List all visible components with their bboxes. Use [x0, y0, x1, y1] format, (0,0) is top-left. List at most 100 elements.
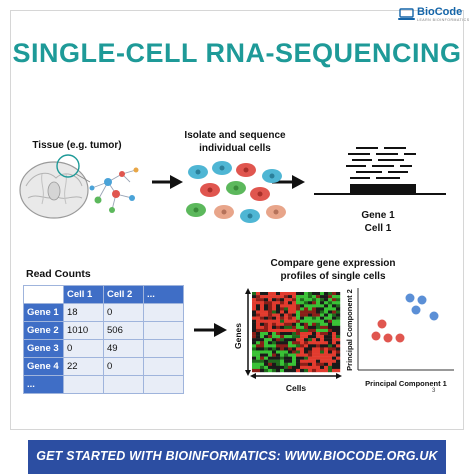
heatmap-cell — [252, 295, 257, 299]
heatmap-cell — [316, 335, 321, 339]
heatmap-cell — [328, 322, 333, 327]
heatmap-cell — [296, 310, 301, 314]
heatmap-cell — [316, 325, 321, 330]
heatmap-cell — [288, 304, 293, 308]
heatmap-cell — [292, 316, 297, 320]
heatmap-cell — [312, 313, 317, 317]
heatmap-cell — [316, 350, 321, 354]
heatmap-cell — [332, 319, 337, 323]
heatmap-cell — [320, 292, 325, 296]
laptop-icon — [398, 8, 415, 20]
heatmap-cell — [304, 313, 309, 317]
heatmap-cell — [288, 328, 293, 333]
heatmap-cell — [324, 344, 329, 348]
heatmap-cell — [312, 338, 317, 342]
heatmap-cell — [336, 338, 341, 342]
footer-banner[interactable]: GET STARTED WITH BIOINFORMATICS: WWW.BIO… — [28, 440, 446, 474]
heatmap-cell — [264, 362, 269, 367]
heatmap-cell — [256, 368, 261, 373]
heatmap-cell — [336, 295, 341, 299]
heatmap-cell — [304, 338, 309, 342]
heatmap-cell — [336, 365, 341, 370]
heatmap-cell — [268, 362, 273, 367]
heatmap-cell — [276, 316, 281, 320]
heatmap-cell — [316, 359, 321, 363]
heatmap-cell — [260, 310, 265, 314]
heatmap-cell — [276, 322, 281, 327]
heatmap-cell — [300, 310, 305, 314]
heatmap-cell — [300, 335, 305, 339]
heatmap-cell — [288, 298, 293, 302]
heatmap-cell — [268, 368, 273, 373]
heatmap-cell — [312, 316, 317, 320]
heatmap-cell — [300, 347, 305, 351]
heatmap-cell — [252, 304, 257, 308]
heatmap-cell — [288, 344, 293, 348]
heatmap-cell — [284, 310, 289, 314]
heatmap-cell — [296, 298, 301, 302]
heatmap-cell — [308, 362, 313, 367]
heatmap-cell — [308, 325, 313, 330]
heatmap-cell — [288, 362, 293, 367]
heatmap-cell — [276, 295, 281, 299]
heatmap-cell — [324, 353, 329, 357]
heatmap-cell — [260, 368, 265, 373]
heatmap-cell — [296, 365, 301, 370]
heatmap-cell — [324, 316, 329, 320]
heatmap-cell — [264, 292, 269, 296]
table-cell: 0 — [103, 357, 144, 376]
heatmap-cell — [336, 344, 341, 348]
heatmap-cell — [272, 353, 277, 357]
heatmap-cell — [268, 353, 273, 357]
heatmap-cell — [264, 332, 269, 336]
heatmap-cell — [336, 298, 341, 302]
heatmap-cell — [256, 322, 261, 327]
heatmap-cell — [312, 310, 317, 314]
heatmap-cell — [264, 356, 269, 360]
heatmap-cell — [308, 298, 313, 302]
heatmap-cell — [260, 292, 265, 296]
heatmap-cell — [336, 301, 341, 305]
heatmap-cell — [288, 316, 293, 320]
heatmap-cell — [300, 353, 305, 357]
heatmap-cell — [308, 332, 313, 336]
heatmap-cell — [328, 307, 333, 311]
data-point — [395, 333, 405, 343]
heatmap-cell — [300, 368, 305, 373]
heatmap-cell — [280, 350, 285, 354]
heatmap-cell — [304, 356, 309, 360]
heatmap-cell — [320, 295, 325, 299]
heatmap-cell — [324, 328, 329, 333]
heatmap-cell — [272, 328, 277, 333]
heatmap-cell — [256, 292, 261, 296]
heatmap-cell — [284, 316, 289, 320]
heatmap-cell — [284, 301, 289, 305]
heatmap-cell — [264, 301, 269, 305]
heatmap-cell — [280, 295, 285, 299]
brand-logo[interactable]: BioCode LEARN BIOINFORMATICS — [398, 6, 470, 24]
heatmap-cell — [332, 335, 337, 339]
heatmap-cell — [280, 319, 285, 323]
heatmap-cell — [272, 325, 277, 330]
heatmap-cell — [260, 328, 265, 333]
heatmap-cell — [296, 316, 301, 320]
heatmap-cell — [252, 350, 257, 354]
heatmap-cell — [280, 307, 285, 311]
heatmap-cell — [272, 322, 277, 327]
heatmap-cell — [308, 365, 313, 370]
heatmap-cell — [280, 362, 285, 367]
heatmap-cell — [308, 295, 313, 299]
footer-link[interactable]: GET STARTED WITH BIOINFORMATICS: WWW.BIO… — [36, 449, 438, 463]
heatmap-cell — [328, 356, 333, 360]
heatmap-cell — [292, 292, 297, 296]
heatmap-cell — [264, 310, 269, 314]
heatmap-cell — [284, 350, 289, 354]
brand-tagline: LEARN BIOINFORMATICS — [417, 18, 470, 22]
heatmap-cell — [324, 292, 329, 296]
heatmap-cell — [304, 310, 309, 314]
heatmap-cell — [256, 350, 261, 354]
column-header: ... — [143, 285, 184, 304]
heatmap-cell — [304, 304, 309, 308]
heatmap-cell — [268, 316, 273, 320]
heatmap-cell — [328, 338, 333, 342]
